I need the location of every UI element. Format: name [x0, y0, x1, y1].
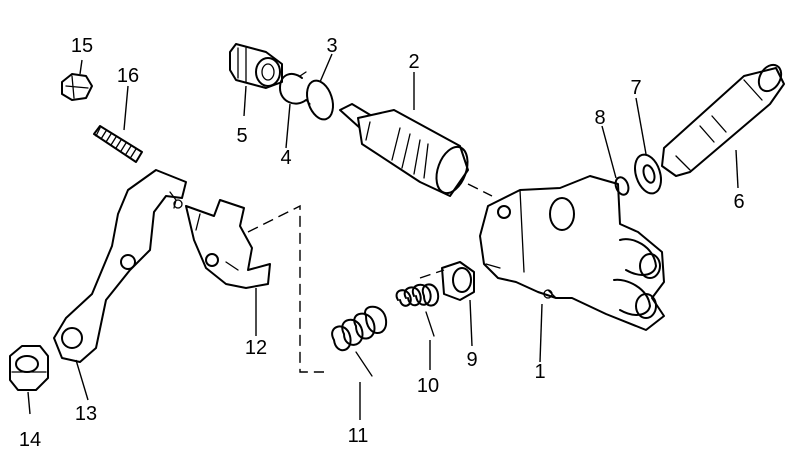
- callout-part-3: 3: [326, 35, 337, 57]
- assembly-line-12-to-11: [247, 204, 324, 373]
- part-14-flange-nut: [9, 345, 49, 391]
- part-11-spring: [331, 305, 388, 377]
- part-1-pump-body: [479, 175, 665, 331]
- part-3-o-ring: [306, 79, 334, 121]
- part-5-sleeve: [229, 43, 283, 89]
- part-9-bushing: [441, 261, 475, 301]
- callout-part-8: 8: [594, 107, 605, 129]
- callout-part-10: 10: [417, 375, 439, 397]
- part-8-small-o-ring: [614, 176, 630, 196]
- part-15-nut: [61, 73, 93, 101]
- callout-part-5: 5: [236, 125, 247, 147]
- part-12-cam-plate: [185, 199, 271, 289]
- callout-part-14: 14: [19, 429, 41, 451]
- assembly-line-10-to-9: [419, 269, 445, 279]
- part-10-spring: [395, 283, 440, 337]
- part-4-snap-ring: [279, 71, 311, 105]
- callout-part-4: 4: [280, 147, 291, 169]
- callout-part-15: 15: [71, 35, 93, 57]
- callout-part-13: 13: [75, 403, 97, 425]
- part-2-cartridge: [339, 103, 469, 197]
- part-6-shaft: [661, 63, 785, 177]
- callout-part-6: 6: [733, 191, 744, 213]
- callout-part-1: 1: [534, 361, 545, 383]
- callout-part-12: 12: [245, 337, 267, 359]
- callout-part-11: 11: [348, 425, 369, 447]
- callout-part-16: 16: [117, 65, 139, 87]
- callout-part-2: 2: [408, 51, 419, 73]
- callout-part-9: 9: [466, 349, 477, 371]
- leader-lines: [27, 53, 739, 420]
- part-7-washer: [634, 153, 662, 195]
- callout-part-7: 7: [630, 77, 641, 99]
- part-16-threaded-stud: [93, 125, 143, 163]
- assembly-line-2-to-1: [467, 183, 493, 197]
- part-13-lever: [53, 169, 187, 363]
